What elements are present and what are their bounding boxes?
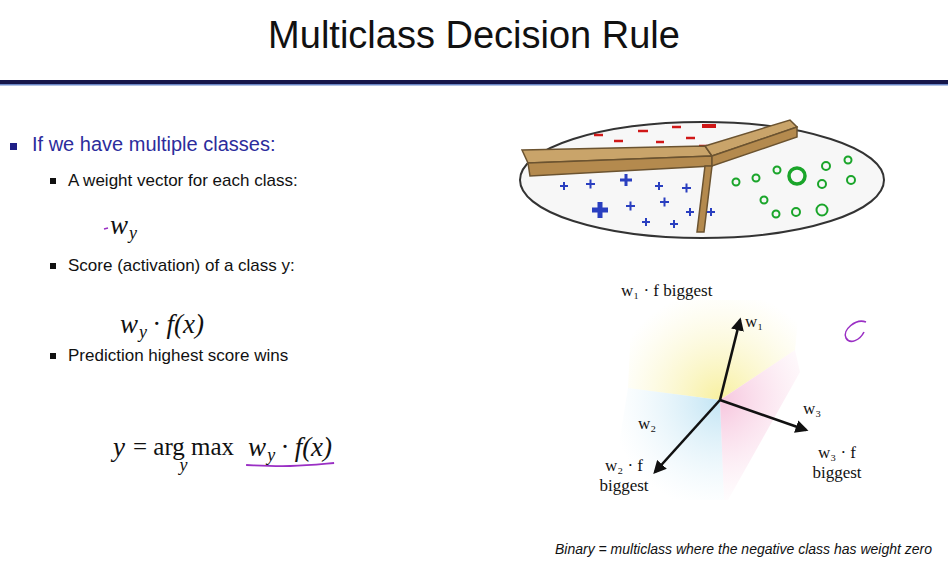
vector-label: w₃ xyxy=(803,399,821,419)
math-subscript: y xyxy=(267,445,275,466)
bullet xyxy=(50,178,56,184)
bullet-text: If we have multiple classes: xyxy=(32,133,275,156)
region-label: w₁ · f biggest xyxy=(621,281,712,301)
bullet xyxy=(50,353,56,359)
vector-label: w₂ xyxy=(638,414,656,434)
region-label: w₃ · f biggest xyxy=(804,443,870,484)
math-symbol: w xyxy=(120,309,138,340)
region-label: w₂ · f biggest xyxy=(591,456,657,497)
bullet-text: Score (activation) of a class y: xyxy=(68,256,295,276)
math-subscript: y xyxy=(180,455,188,476)
bullet xyxy=(10,143,17,150)
slide-title: Multiclass Decision Rule xyxy=(0,14,948,57)
pen-annotation xyxy=(845,321,866,341)
math-subscript: y xyxy=(139,322,147,343)
math-expression: · f(x) xyxy=(153,309,204,340)
math-symbol: w xyxy=(248,432,266,463)
math-subscript: y xyxy=(129,223,137,244)
header-rule xyxy=(0,84,948,86)
pen-annotation xyxy=(104,228,108,229)
header-rule xyxy=(0,80,948,84)
bullet-text: A weight vector for each class: xyxy=(68,171,298,191)
bullet-text: Prediction highest score wins xyxy=(68,346,288,366)
slide-caption: Binary = multiclass where the negative c… xyxy=(555,541,932,557)
class-regions-illustration xyxy=(520,120,884,238)
pen-underline xyxy=(246,463,334,466)
math-symbol: w xyxy=(110,210,128,241)
bullet xyxy=(50,263,56,269)
vector-label: w₁ xyxy=(745,312,763,332)
math-symbol: y xyxy=(113,432,125,463)
math-expression: · f(x) xyxy=(281,432,332,463)
